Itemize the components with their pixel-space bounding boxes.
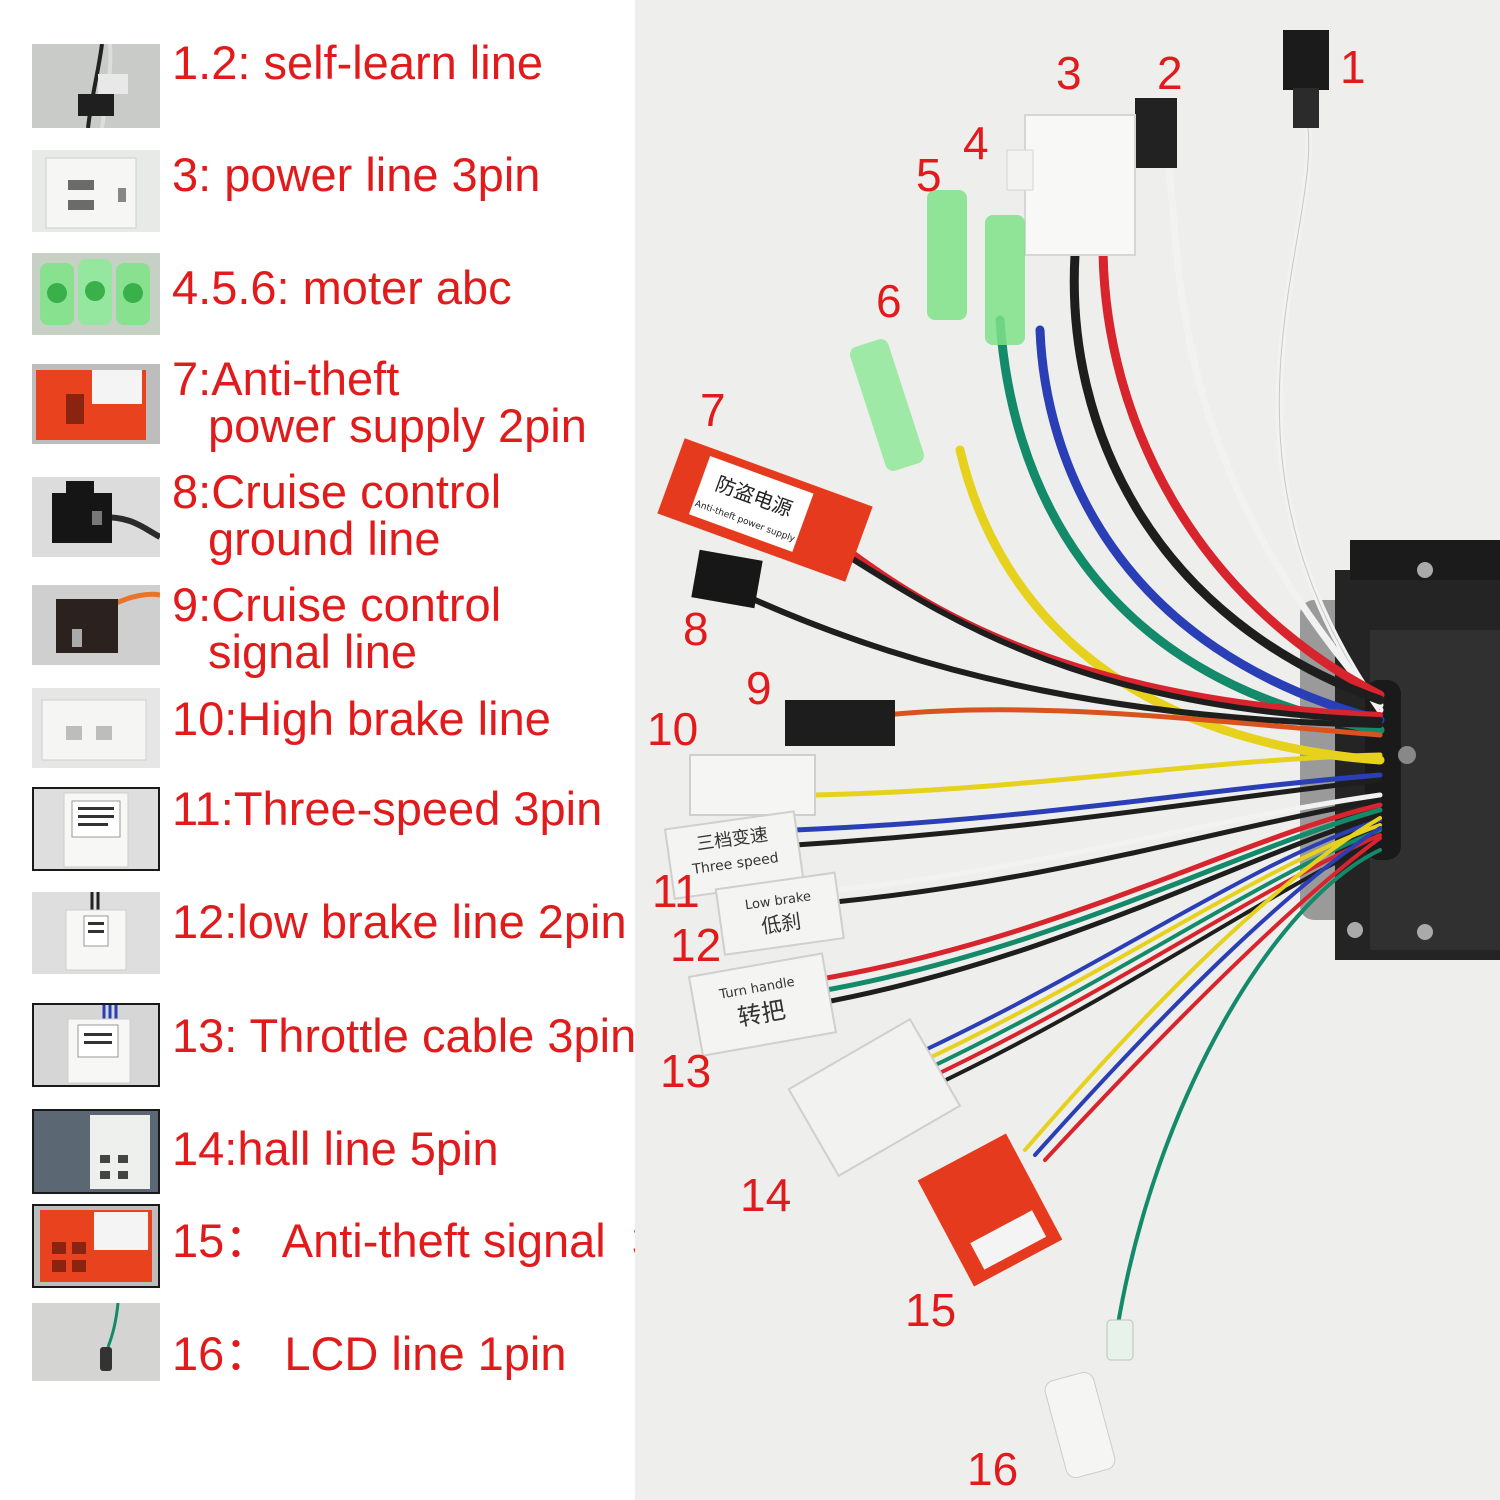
high-brake-connector-icon [32, 688, 160, 768]
callout-3: 3 [1056, 47, 1082, 99]
callout-13: 13 [660, 1045, 712, 1097]
low-brake-cn-text: 低刹 [760, 909, 803, 938]
three-speed-connector-icon [32, 787, 160, 871]
motor-bullet-connectors [849, 190, 1025, 471]
throttle-connector-icon [32, 1003, 160, 1087]
connector-3 [1006, 114, 1136, 256]
legend-panel: 1.2: self-learn line 3: power line 3pin … [0, 0, 721, 1500]
legend-label-three-speed: 11:Three-speed 3pin [172, 782, 603, 835]
wire-bundle [752, 116, 1385, 1332]
callout-12: 12 [670, 919, 722, 971]
callout-8: 8 [683, 603, 709, 655]
callout-7: 7 [700, 384, 726, 436]
legend-label-self-learn: 1.2: self-learn line [172, 36, 543, 89]
callout-10: 10 [647, 703, 699, 755]
connector-2 [1135, 98, 1177, 168]
legend-label-power: 3: power line 3pin [172, 148, 541, 201]
anti-theft-signal-connector-icon [32, 1204, 160, 1288]
low-brake-connector-icon [32, 892, 160, 974]
callout-14: 14 [740, 1169, 792, 1221]
callout-6: 6 [876, 275, 902, 327]
callout-1: 1 [1340, 41, 1366, 93]
callout-2: 2 [1157, 47, 1183, 99]
connector-14 [787, 1017, 962, 1178]
lcd-pin-connector-icon [32, 1303, 160, 1381]
connector-12: Low brake 低刹 [714, 871, 845, 956]
legend-label-hall: 14:hall line 5pin [172, 1122, 499, 1175]
callout-9: 9 [746, 662, 772, 714]
legend-label-lcd: 16： LCD line 1pin [172, 1327, 567, 1380]
callout-16: 16 [967, 1443, 1019, 1495]
callout-15: 15 [905, 1284, 957, 1336]
hall-connector-icon [32, 1109, 160, 1194]
callout-5: 5 [916, 149, 942, 201]
legend-label-high-brake: 10:High brake line [172, 692, 551, 745]
connector-15 [917, 1133, 1063, 1287]
power-3pin-connector-icon [32, 150, 160, 232]
legend-label-throttle: 13: Throttle cable 3pin [172, 1009, 637, 1062]
connector-13: Turn handle 转把 [687, 952, 838, 1057]
green-bullet-connectors-icon [32, 253, 160, 335]
controller-box [1300, 540, 1500, 960]
connector-9 [785, 700, 895, 746]
cruise-signal-connector-icon [32, 585, 160, 665]
legend-label-low-brake: 12:low brake line 2pin [172, 895, 627, 948]
cruise-ground-connector-icon [32, 477, 160, 557]
wiring-harness-diagram: 防盗电源 Anti-theft power supply 三档变速 Three … [635, 0, 1500, 1500]
legend-label-motor: 4.5.6: moter abc [172, 261, 512, 314]
anti-theft-power-connector-icon [32, 364, 160, 444]
callout-11: 11 [652, 865, 700, 917]
connector-16 [1044, 1319, 1134, 1479]
self-learn-connector-icon [32, 44, 160, 128]
connector-11: 三档变速 Three speed [663, 810, 805, 900]
callout-4: 4 [963, 117, 989, 169]
connector-8 [691, 549, 763, 609]
connector-1 [1283, 30, 1329, 128]
connector-10 [689, 754, 816, 816]
